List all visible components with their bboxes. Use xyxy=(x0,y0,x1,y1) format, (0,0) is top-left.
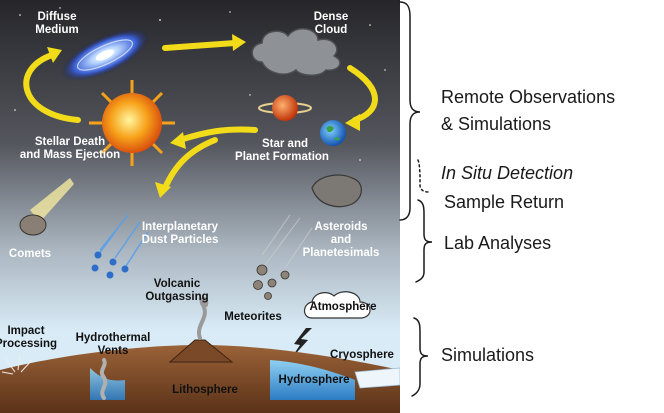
label-lithosphere: Lithosphere xyxy=(172,384,238,396)
bracket-in-situ xyxy=(417,159,429,193)
bracket-lab xyxy=(415,199,433,283)
hydrothermal-vent-icon xyxy=(99,358,108,400)
earth-icon xyxy=(320,120,346,146)
atmosphere-cloud-icon xyxy=(303,291,371,319)
bracket-remote xyxy=(399,1,421,221)
label-meteorites: Meteorites xyxy=(224,311,282,323)
meteorites-icon xyxy=(253,214,313,300)
label-simulations: Simulations xyxy=(441,345,535,365)
label-remote-observations: Remote Observations xyxy=(441,87,616,107)
sun-icon xyxy=(89,80,175,166)
arrow-heads xyxy=(47,34,360,198)
label-comets: Comets xyxy=(9,248,51,260)
impact-icon xyxy=(1,353,33,375)
galaxy-icon xyxy=(60,28,150,82)
dust-particles-icon xyxy=(91,214,149,279)
earth-surface xyxy=(0,345,400,413)
label-simulations-remote: & Simulations xyxy=(441,114,552,134)
label-hydrosphere: Hydrosphere xyxy=(279,374,350,386)
asteroid-icon xyxy=(311,174,362,208)
cloud-icon xyxy=(251,28,341,76)
volcano-icon xyxy=(168,297,234,363)
label-sample-return: Sample Return xyxy=(444,192,565,212)
label-in-situ-detection: In Situ Detection xyxy=(441,163,574,183)
comet-icon xyxy=(19,178,74,236)
label-cryosphere: Cryosphere xyxy=(330,349,394,361)
label-atmosphere: Atmosphere xyxy=(309,301,376,313)
bracket-simulations xyxy=(411,317,429,397)
cycle-arrows xyxy=(23,40,378,191)
label-lab-analyses: Lab Analyses xyxy=(444,233,552,253)
planet-icon xyxy=(258,95,312,121)
